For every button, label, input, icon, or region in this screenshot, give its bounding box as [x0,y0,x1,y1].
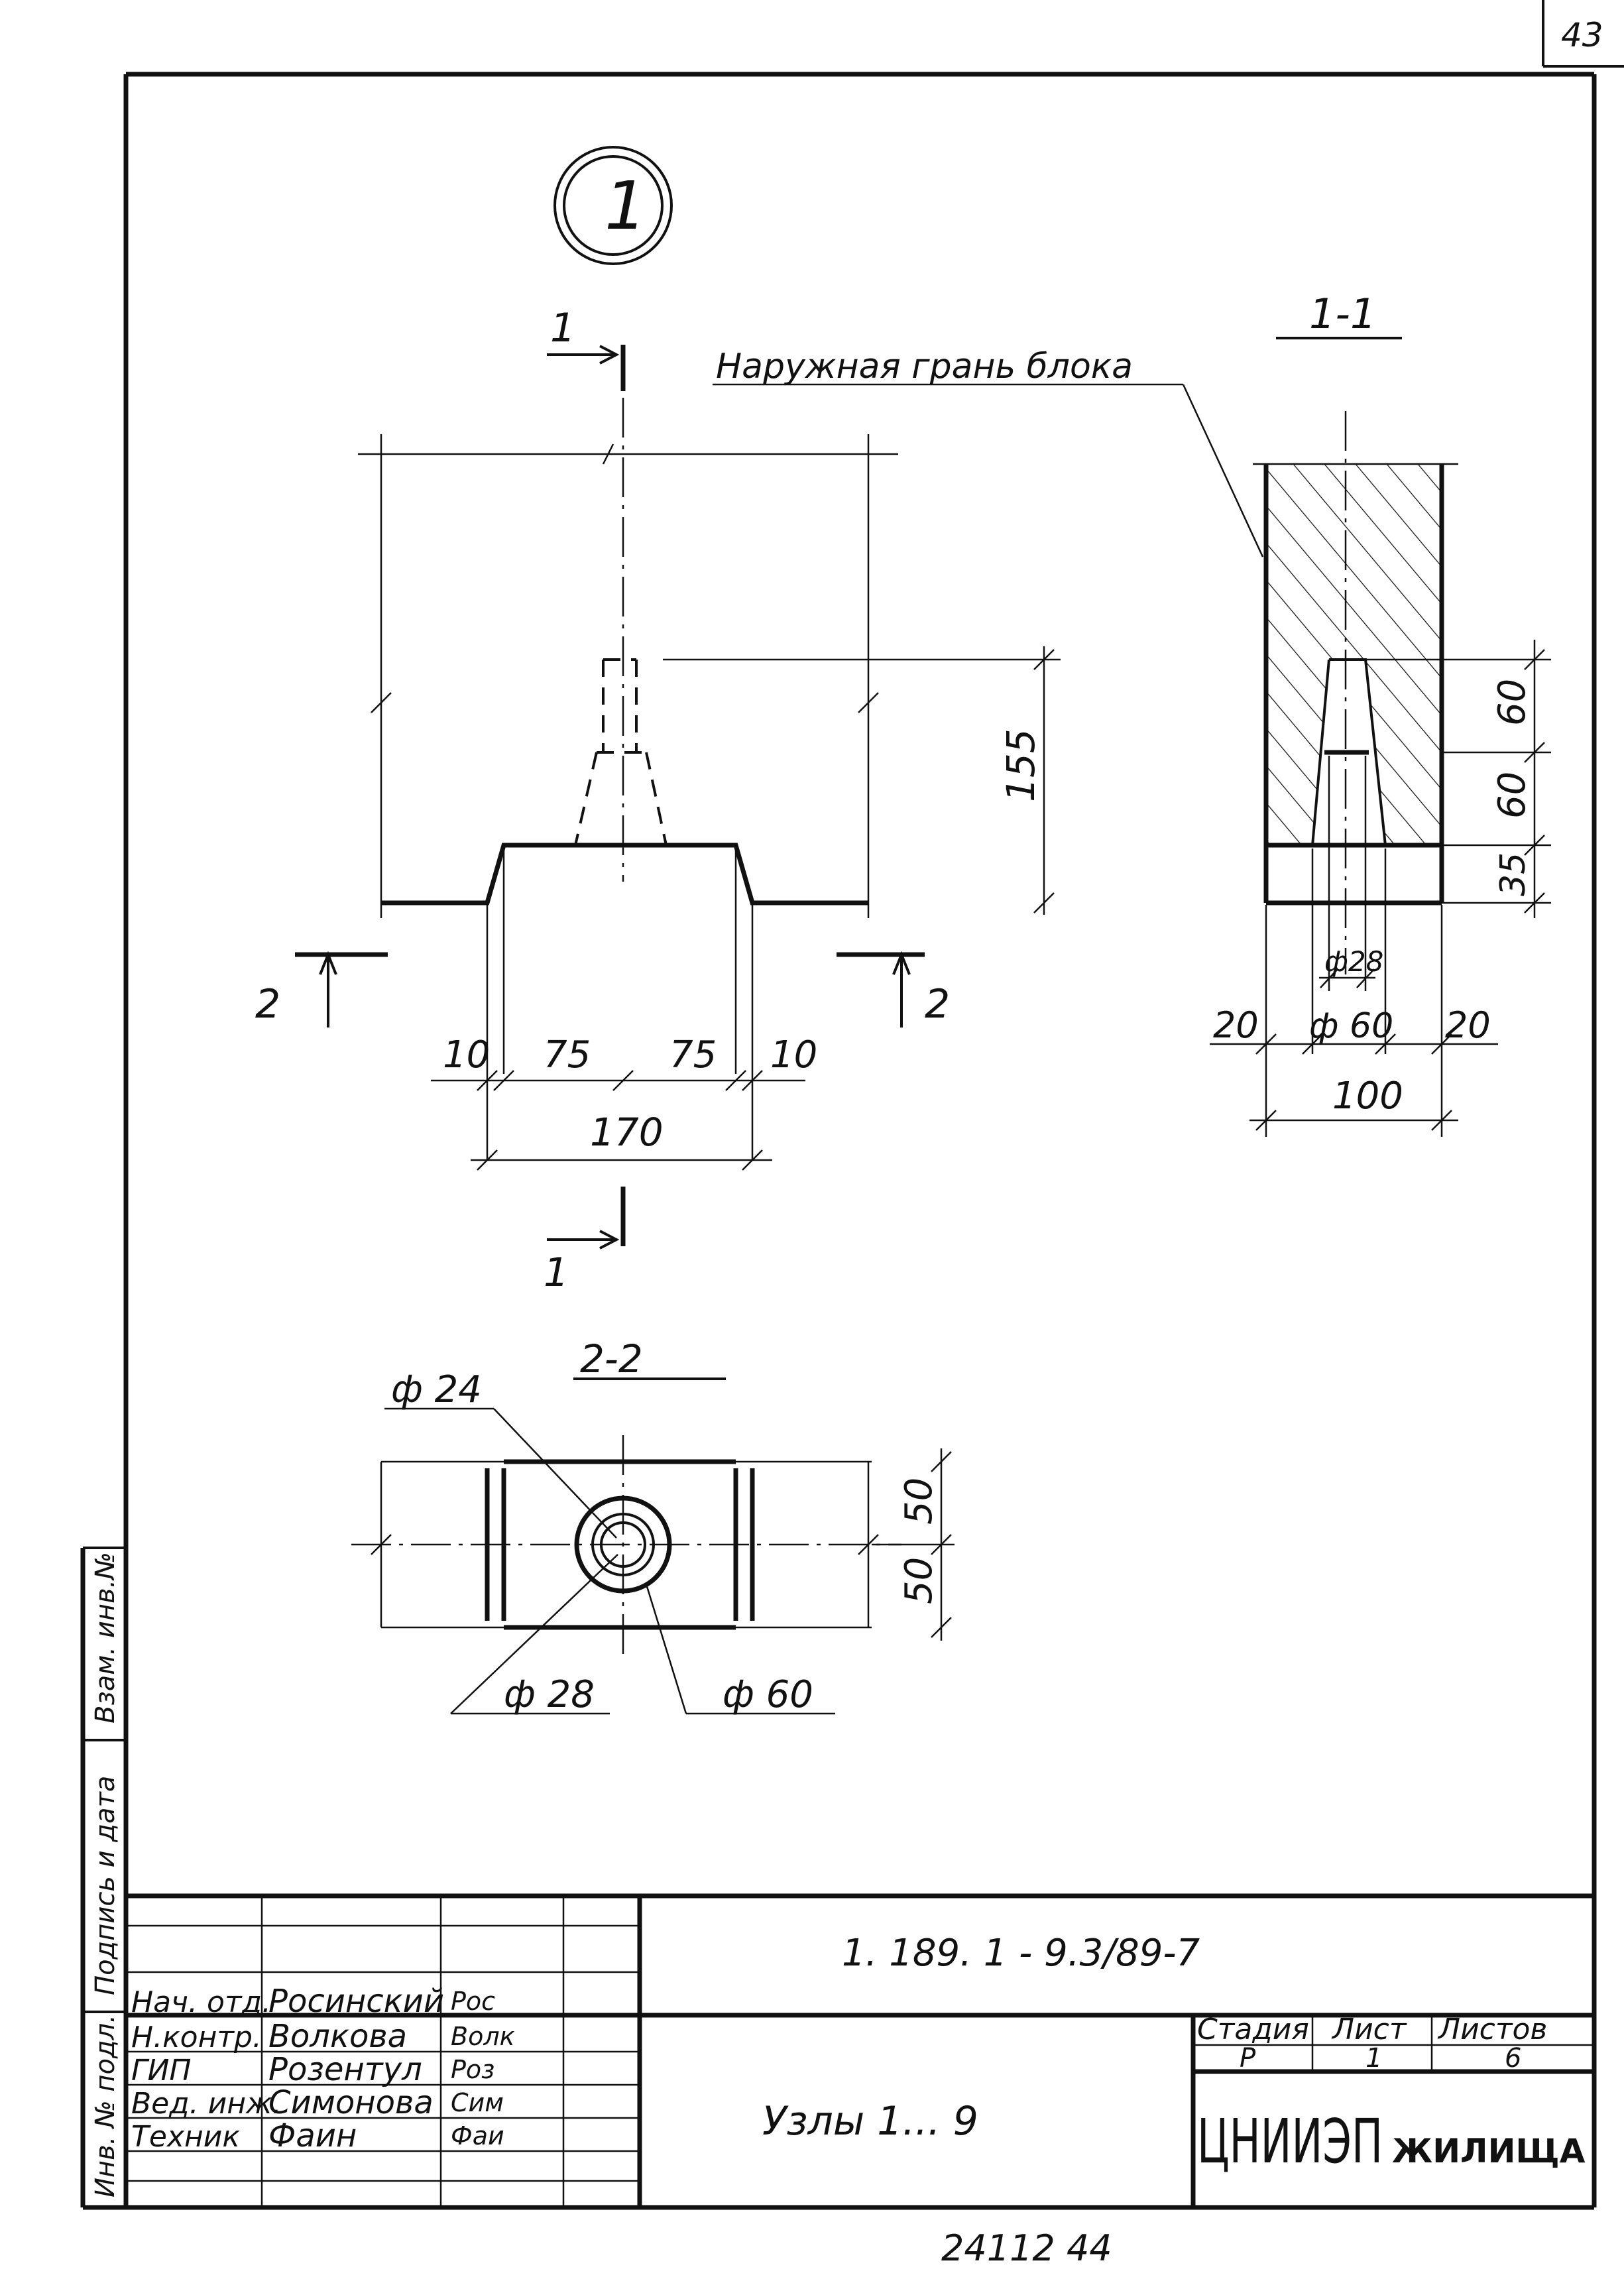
stage-header: Стадия [1197,2013,1309,2046]
role-1: Нач. отд. [131,1985,271,2019]
section-2-2-title: 2-2 [580,1336,643,1381]
cut-label-top: 1 [550,305,575,351]
name-1: Росинский [268,1983,444,2020]
dim-50-bottom: 50 [898,1557,941,1604]
dim-170: 170 [590,1110,664,1155]
section-mark-right: 2 [925,981,950,1027]
dim-50-top: 50 [898,1478,941,1525]
dia-60-section: ф 60 [1309,1006,1393,1046]
dim-100: 100 [1332,1075,1403,1118]
dim-35: 35 [1493,852,1533,896]
signature-3: Роз [451,2055,494,2084]
dim-10-right: 10 [770,1033,817,1077]
name-4: Симонова [268,2084,434,2121]
name-5: Фаин [268,2117,357,2154]
drawing-frame [83,72,1597,2210]
side-stamp-replacement-inv: Взам. инв.№ [90,1552,121,1724]
dim-155: 155 [998,729,1043,802]
dim-20-left: 20 [1213,1004,1259,1046]
section-2-2: 2-2 ф 24 ф 28 ф 60 50 50 [351,1336,955,1716]
section-1-1: 1-1 Наружная грань блока 60 60 35 [713,290,1551,1137]
role-4: Вед. инж. [131,2087,282,2121]
sheet-number: 43 [1561,16,1603,54]
node-label: 1 [605,167,647,245]
front-view: 1 1 155 2 [255,305,1061,1296]
dia-28-label: ф 28 [504,1673,595,1716]
sheet-value: 1 [1365,2043,1382,2074]
dim-75-right: 75 [669,1033,717,1077]
sheets-value: 6 [1505,2043,1521,2074]
section-1-1-title: 1-1 [1309,290,1376,338]
node-marker: 1 [553,146,673,265]
dim-20-right: 20 [1445,1004,1491,1046]
signature-5: Фаи [451,2121,504,2150]
org-name-secondary: ЖИЛИЩА [1392,2132,1586,2170]
name-2: Волкова [268,2018,407,2055]
footer-number: 24112 44 [941,2227,1112,2269]
side-stamp: Инв. № подл. Подпись и дата Взам. инв.№ [80,1547,126,2207]
cut-label-bottom: 1 [544,1250,569,1296]
sheet-header: Лист [1331,2013,1407,2046]
dia-24-label: ф 24 [391,1368,482,1411]
stage-value: Р [1240,2043,1256,2074]
section-mark-left: 2 [255,981,280,1027]
org-name-main: ЦНИИЭП [1197,2106,1383,2177]
role-2: Н.контр. [131,2021,262,2054]
role-5: Техник [131,2120,240,2154]
dim-75-left: 75 [544,1033,591,1077]
signature-4: Сим [451,2088,504,2117]
signature-1: Рос [451,1987,495,2016]
dim-60-mid: 60 [1491,772,1534,819]
title-block: 1. 189. 1 - 9.3/89-7 Нач. отд. Росинский… [126,1893,1594,2207]
outer-face-leader-text: Наружная грань блока [716,347,1133,386]
dia-60-label: ф 60 [723,1673,813,1716]
dim-60-top: 60 [1491,679,1534,726]
side-stamp-signature-date: Подпись и дата [90,1776,121,1995]
role-3: ГИП [131,2054,192,2087]
name-3: Розентул [268,2051,422,2088]
sheet-number-corner: 43 [1542,0,1624,68]
side-stamp-inv-no: Инв. № подл. [90,2015,121,2197]
document-code: 1. 189. 1 - 9.3/89-7 [842,1932,1200,1975]
dim-10-left: 10 [443,1033,490,1077]
sheets-header: Листов [1437,2013,1547,2046]
signature-2: Волк [451,2022,515,2051]
dia-28-section: ф28 [1324,945,1383,978]
drawing-title: Узлы 1... 9 [762,2098,978,2144]
